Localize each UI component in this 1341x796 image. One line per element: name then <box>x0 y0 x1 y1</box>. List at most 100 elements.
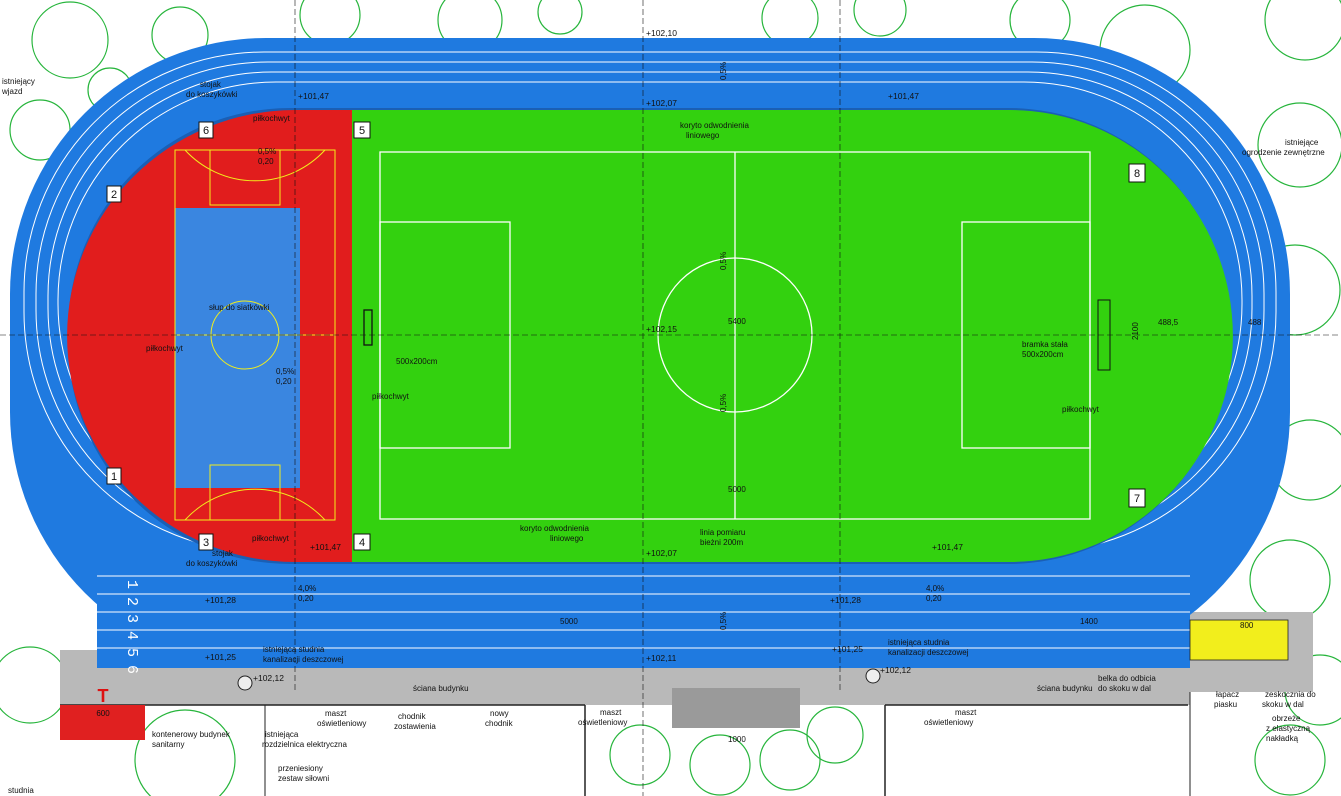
marker-label: 1 <box>111 471 117 483</box>
label-line: liniowego <box>686 131 720 140</box>
elevation: +102,07 <box>646 548 677 558</box>
label-goal-right: bramka stała 500x200cm <box>1022 340 1070 359</box>
label-building-wall-left: ściana budynku <box>413 684 469 693</box>
elevation: +102,15 <box>646 324 677 334</box>
label-building-wall-right: ściana budynku <box>1037 684 1093 693</box>
marker-box <box>106 467 122 485</box>
slope: 0,5% <box>719 62 728 80</box>
annotations: stojak do koszykówki piłkochwyt koryto o… <box>1 77 1325 795</box>
tree-icon <box>31 1 109 79</box>
slope: 4,0% <box>926 584 944 593</box>
label-line: chodnik <box>398 712 427 721</box>
label-line: nakładką <box>1266 734 1299 743</box>
elevation: +101,47 <box>932 542 963 552</box>
label-volley-post: słup do siatkówki <box>209 303 270 312</box>
marker-label: 5 <box>359 125 365 137</box>
label-hoop-bottom: stojak do koszykówki <box>186 549 238 568</box>
label-line: wjazd <box>1 87 22 96</box>
slope-labels: 0,5% 0,20 0,5% 0,20 0,5% 0,5% 0,5% 0,5% … <box>258 62 944 630</box>
label-line: oświetleniowy <box>578 718 627 727</box>
label-line: chodnik <box>485 719 514 728</box>
label-line: przeniesiony <box>278 764 323 773</box>
lane-number: 1 <box>123 580 140 589</box>
dimension: 5000 <box>728 485 746 494</box>
container-building <box>60 705 145 740</box>
marker-box <box>1128 163 1146 183</box>
label-line: kontenerowy budynek <box>152 730 231 739</box>
elevation: +101,47 <box>310 542 341 552</box>
label-catcher-right: piłkochwyt <box>1062 405 1100 414</box>
label-mast-right: maszt oświetleniowy <box>924 708 979 727</box>
label-line: oświetleniowy <box>317 719 366 728</box>
label-line: kanalizacji deszczowej <box>888 648 969 657</box>
marker-box <box>1128 488 1146 508</box>
label-container-building: kontenerowy budynek sanitarny <box>152 730 232 749</box>
label-line: nowy <box>490 709 509 718</box>
label-mast-mid: maszt oświetleniowy <box>578 708 627 727</box>
elevation: +101,28 <box>830 595 861 605</box>
label-line: kanalizacji deszczowej <box>263 655 344 664</box>
label-line: 500x200cm <box>1022 350 1064 359</box>
label-line: linia pomiaru <box>700 528 745 537</box>
label-line: bieżni 200m <box>700 538 743 547</box>
slope: 0,20 <box>298 594 314 603</box>
long-jump-sand-pit <box>1189 619 1289 661</box>
elevation: +101,25 <box>205 652 236 662</box>
label-existing-entry: istniejący wjazd <box>1 77 37 96</box>
label-measure-line: linia pomiaru bieżni 200m <box>700 528 748 547</box>
label-line: do koszykówki <box>186 90 238 99</box>
elevation: +102,12 <box>880 665 911 675</box>
marker-label: 6 <box>203 125 209 137</box>
label-new-walkway: nowy chodnik <box>485 709 514 728</box>
dimension: 800 <box>1240 621 1254 630</box>
lane-number: 2 <box>123 597 140 606</box>
label-catcher-left: piłkochwyt <box>146 344 184 353</box>
tree-icon <box>1249 539 1331 621</box>
court-line <box>184 149 326 182</box>
label-takeoff-board: belka do odbicia do skoku w dal <box>1098 674 1158 693</box>
label-moved-gym: przeniesiony zestaw siłowni <box>278 764 329 783</box>
elevation: +101,47 <box>888 91 919 101</box>
tree-icon <box>806 706 864 764</box>
tree-icon <box>1264 0 1341 61</box>
label-line: z elastyczną <box>1266 724 1311 733</box>
label-line: zeskocznia do <box>1265 690 1316 699</box>
marker-box <box>353 121 371 139</box>
label-rim: obrzeże z elastyczną nakładką <box>1266 714 1312 743</box>
label-line: zostawienia <box>394 722 436 731</box>
label-drain-bottom: koryto odwodnienia liniowego <box>520 524 591 543</box>
elevation: +102,12 <box>253 673 284 683</box>
label-line: istniejące <box>1285 138 1319 147</box>
label-line: do skoku w dal <box>1098 684 1151 693</box>
label-hoop-top: stojak do koszykówki <box>186 80 238 99</box>
marker-box <box>353 533 371 551</box>
dimension: 1400 <box>1080 617 1098 626</box>
tree-icon <box>1257 102 1341 188</box>
dimension: 5400 <box>728 317 746 326</box>
label-mast-left: maszt oświetleniowy <box>317 709 366 728</box>
label-manhole-right: istniejąca studnia kanalizacji deszczowe… <box>888 638 969 657</box>
tree-icon <box>134 709 236 796</box>
tree-icon <box>759 729 821 791</box>
slope: 4,0% <box>298 584 316 593</box>
container-letter: T <box>98 686 109 706</box>
tree-icon <box>1254 724 1326 796</box>
slope: 0,20 <box>276 377 292 386</box>
marker-label: 4 <box>359 537 365 549</box>
label-line: obrzeże <box>1272 714 1301 723</box>
slope: 0,5% <box>719 252 728 270</box>
tree-icon <box>537 0 583 35</box>
basketball-court-inner <box>175 208 300 488</box>
dimension: 488,5 <box>1158 318 1179 327</box>
label-line: istniejąca studnia <box>263 645 325 654</box>
elevation: +102,10 <box>646 28 677 38</box>
label-line: maszt <box>955 708 977 717</box>
marker-label: 3 <box>203 537 209 549</box>
elevation: +101,28 <box>205 595 236 605</box>
label-catcher-mid: piłkochwyt <box>372 392 410 401</box>
court-line <box>184 488 326 521</box>
elevation-labels: +102,10 +101,47 +101,47 +102,07 +102,15 … <box>205 28 963 683</box>
label-line: maszt <box>325 709 347 718</box>
label-long-jump: zeskocznia do skoku w dal <box>1262 690 1318 709</box>
manhole-icon <box>237 675 253 691</box>
